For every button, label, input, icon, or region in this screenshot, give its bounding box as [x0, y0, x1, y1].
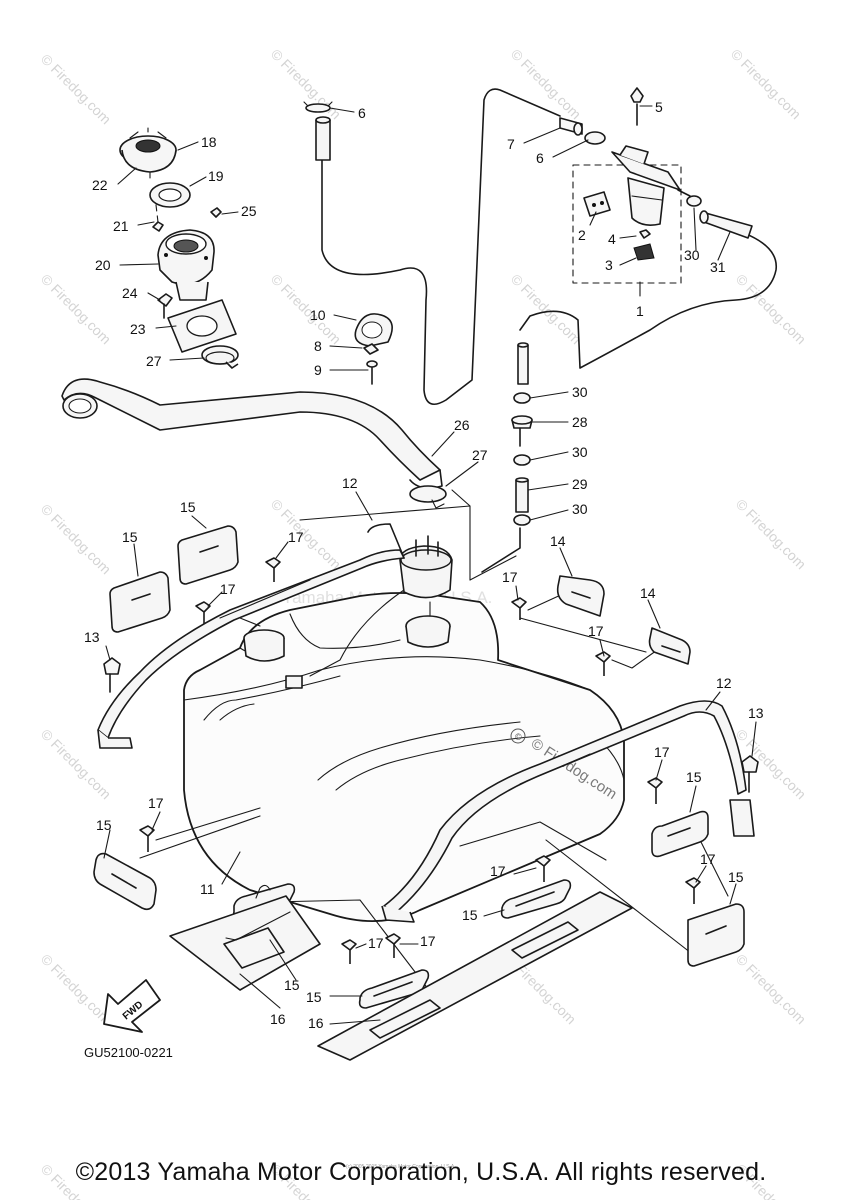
- callout-4: 4: [608, 231, 616, 247]
- vent-line-fittings: [481, 342, 533, 573]
- bolt-24: [157, 293, 173, 319]
- callout-29: 29: [572, 476, 588, 492]
- callout-25: 25: [241, 203, 257, 219]
- callout-26: 26: [454, 417, 470, 433]
- callout-17: 17: [420, 933, 436, 949]
- callout-22: 22: [92, 177, 108, 193]
- watermark: © Firedog.com: [38, 51, 114, 127]
- callout-14: 14: [640, 585, 656, 601]
- callout-15: 15: [306, 989, 322, 1005]
- callout-16: 16: [270, 1011, 286, 1027]
- callout-12: 12: [342, 475, 358, 491]
- callout-2: 2: [578, 227, 586, 243]
- watermark: © Firedog.com: [268, 46, 344, 122]
- callout-27: 27: [472, 447, 488, 463]
- callout-13: 13: [748, 705, 764, 721]
- watermark: © Firedog.com: [38, 951, 114, 1027]
- callout-17: 17: [502, 569, 518, 585]
- filler-hose: [61, 378, 443, 489]
- callout-30: 30: [572, 384, 588, 400]
- gasket-23: [167, 299, 237, 353]
- callout-labels: 5 6 7 6 18 22 19 25 21 20 24 23 27 10 8 …: [84, 99, 764, 1031]
- callout-12: 12: [716, 675, 732, 691]
- callout-28: 28: [572, 414, 588, 430]
- tank-strap-right: [381, 700, 755, 923]
- tank-strap-left: [97, 523, 405, 749]
- forward-arrow-icon: FWD: [103, 979, 161, 1033]
- mat-16-right: [317, 891, 633, 1061]
- callout-17: 17: [700, 851, 716, 867]
- callout-21: 21: [113, 218, 129, 234]
- hose-clamp-27-lower: [409, 485, 447, 509]
- watermark: © Firedog.com: [38, 271, 114, 347]
- callout-19: 19: [208, 168, 224, 184]
- callout-17: 17: [288, 529, 304, 545]
- clips-17: [139, 557, 701, 964]
- callout-17: 17: [490, 863, 506, 879]
- callout-5: 5: [655, 99, 663, 115]
- callout-13: 13: [84, 629, 100, 645]
- callout-20: 20: [95, 257, 111, 273]
- callout-9: 9: [314, 362, 322, 378]
- callout-30: 30: [684, 247, 700, 263]
- diagram-code: GU52100-0221: [84, 1045, 173, 1060]
- watermark: © Firedog.com: [38, 501, 114, 577]
- callout-17: 17: [220, 581, 236, 597]
- fuel-cap-assembly: [119, 127, 191, 232]
- callout-15: 15: [180, 499, 196, 515]
- watermark: © Firedog.com: [733, 951, 809, 1027]
- callout-30: 30: [572, 444, 588, 460]
- callout-11: 11: [200, 881, 215, 897]
- mat-16-left: [169, 895, 321, 991]
- callout-18: 18: [201, 134, 217, 150]
- callout-30: 30: [572, 501, 588, 517]
- callout-1: 1: [636, 303, 644, 319]
- filler-neck: [157, 207, 222, 301]
- callout-16: 16: [308, 1015, 324, 1031]
- callout-27: 27: [146, 353, 162, 369]
- fine-print: (c) 2005-2015 Yamaha Motor Corporation, …: [346, 1164, 456, 1170]
- bolt-13-left: [103, 657, 121, 693]
- callout-15: 15: [728, 869, 744, 885]
- hose-clamp-27-top: [201, 345, 239, 369]
- callout-15: 15: [96, 817, 112, 833]
- callout-6: 6: [358, 105, 366, 121]
- callout-17: 17: [368, 935, 384, 951]
- callout-24: 24: [122, 285, 138, 301]
- mount-brackets-14: [556, 575, 691, 665]
- bolt-13-right: [741, 755, 759, 793]
- callout-3: 3: [605, 257, 613, 273]
- fuel-filter-assembly: [559, 87, 753, 284]
- callout-15: 15: [462, 907, 478, 923]
- callout-6: 6: [536, 150, 544, 166]
- callout-14: 14: [550, 533, 566, 549]
- callout-17: 17: [148, 795, 164, 811]
- copyright-notice: ©2013 Yamaha Motor Corporation, U.S.A. A…: [75, 1158, 767, 1186]
- callout-23: 23: [130, 321, 146, 337]
- callout-7: 7: [507, 136, 515, 152]
- clamp-bracket-10: [354, 313, 393, 385]
- callout-10: 10: [310, 307, 326, 323]
- callout-17: 17: [654, 744, 670, 760]
- svg-text:©: ©: [515, 732, 522, 742]
- callout-15: 15: [686, 769, 702, 785]
- callout-17: 17: [588, 623, 604, 639]
- watermark: © Firedog.com: [733, 496, 809, 572]
- watermark: © Firedog.com: [268, 271, 344, 347]
- vent-hose: [303, 88, 777, 406]
- callout-15: 15: [122, 529, 138, 545]
- rubber-pads: [93, 525, 745, 1009]
- callout-8: 8: [314, 338, 322, 354]
- watermark: © Firedog.com: [728, 46, 804, 122]
- callout-31: 31: [710, 259, 726, 275]
- leader-lines: [103, 105, 757, 1025]
- callout-15: 15: [284, 977, 300, 993]
